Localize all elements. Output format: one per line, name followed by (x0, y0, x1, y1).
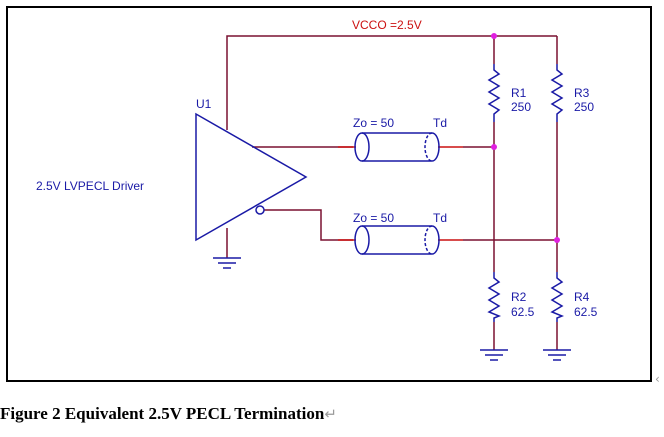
ground-r2 (480, 349, 508, 361)
resistor-r3 (550, 64, 564, 122)
resistor-r4 (550, 272, 565, 322)
ground-driver (213, 257, 241, 269)
tline-bottom-delay: Td (433, 211, 447, 225)
figure-caption: Figure 2 Equivalent 2.5V PECL Terminatio… (0, 404, 337, 424)
driver-ref-label: U1 (196, 97, 212, 111)
r3-value: 250 (574, 100, 594, 114)
r2-value: 62.5 (511, 305, 535, 319)
junction-r3-node (554, 237, 560, 243)
junction-r1-node (491, 144, 497, 150)
r1-value: 250 (511, 100, 531, 114)
driver-u1 (195, 112, 308, 242)
paragraph-return-mark: ↵ (324, 407, 337, 423)
junctions (491, 33, 560, 243)
tline-bottom (354, 225, 440, 255)
vcco-rail-wire (226, 35, 557, 130)
figure-caption-text: Figure 2 Equivalent 2.5V PECL Terminatio… (0, 404, 325, 423)
out-minus-wire (264, 209, 353, 241)
r1-ref: R1 (511, 86, 527, 100)
tline-top-impedance: Zo = 50 (353, 116, 394, 130)
driver-description-label: 2.5V LVPECL Driver (36, 179, 144, 193)
wires (226, 35, 558, 350)
ground-r4 (543, 349, 571, 361)
r4-ref: R4 (574, 290, 590, 304)
tline-top (354, 132, 440, 162)
inverting-output-bubble (255, 205, 265, 215)
supply-label: VCCO =2.5V (352, 18, 422, 32)
resistor-r1 (487, 64, 501, 122)
driver-triangle (195, 112, 308, 242)
margin-marker: ‹ (655, 372, 660, 386)
schematic-frame (6, 6, 652, 382)
junction-vcco-r1 (491, 33, 497, 39)
tline-bottom-impedance: Zo = 50 (353, 211, 394, 225)
resistors (487, 64, 565, 322)
tline-top-delay: Td (433, 116, 447, 130)
resistor-r2 (487, 272, 502, 322)
r4-value: 62.5 (574, 305, 598, 319)
r3-ref: R3 (574, 86, 590, 100)
tline-stubs (338, 146, 463, 241)
grounds (213, 257, 571, 361)
r2-ref: R2 (511, 290, 527, 304)
